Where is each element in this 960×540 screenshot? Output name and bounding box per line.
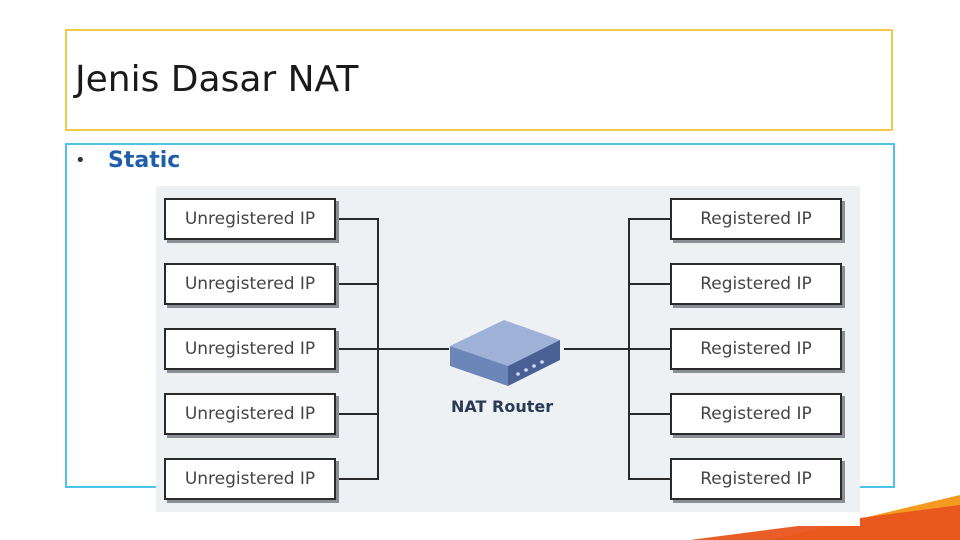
unregistered-ip-box: Unregistered IP — [164, 458, 336, 500]
registered-ip-box: Registered IP — [670, 263, 842, 305]
unregistered-ip-box: Unregistered IP — [164, 198, 336, 240]
router-label: NAT Router — [451, 397, 554, 416]
registered-ip-box: Registered IP — [670, 458, 842, 500]
slide-title: Jenis Dasar NAT — [75, 59, 359, 100]
bullet-static: Static — [108, 148, 181, 173]
unregistered-ip-box: Unregistered IP — [164, 328, 336, 370]
registered-ip-box: Registered IP — [670, 328, 842, 370]
title-placeholder: Jenis Dasar NAT — [65, 29, 893, 131]
unregistered-ip-box: Unregistered IP — [164, 263, 336, 305]
registered-ip-box: Registered IP — [670, 198, 842, 240]
registered-ip-box: Registered IP — [670, 393, 842, 435]
router-icon — [450, 320, 560, 386]
nat-diagram: Unregistered IP Unregistered IP Unregist… — [156, 186, 860, 526]
diagram-bottom-margin — [156, 512, 860, 526]
unregistered-ip-box: Unregistered IP — [164, 393, 336, 435]
bullet-marker: • — [75, 150, 86, 171]
